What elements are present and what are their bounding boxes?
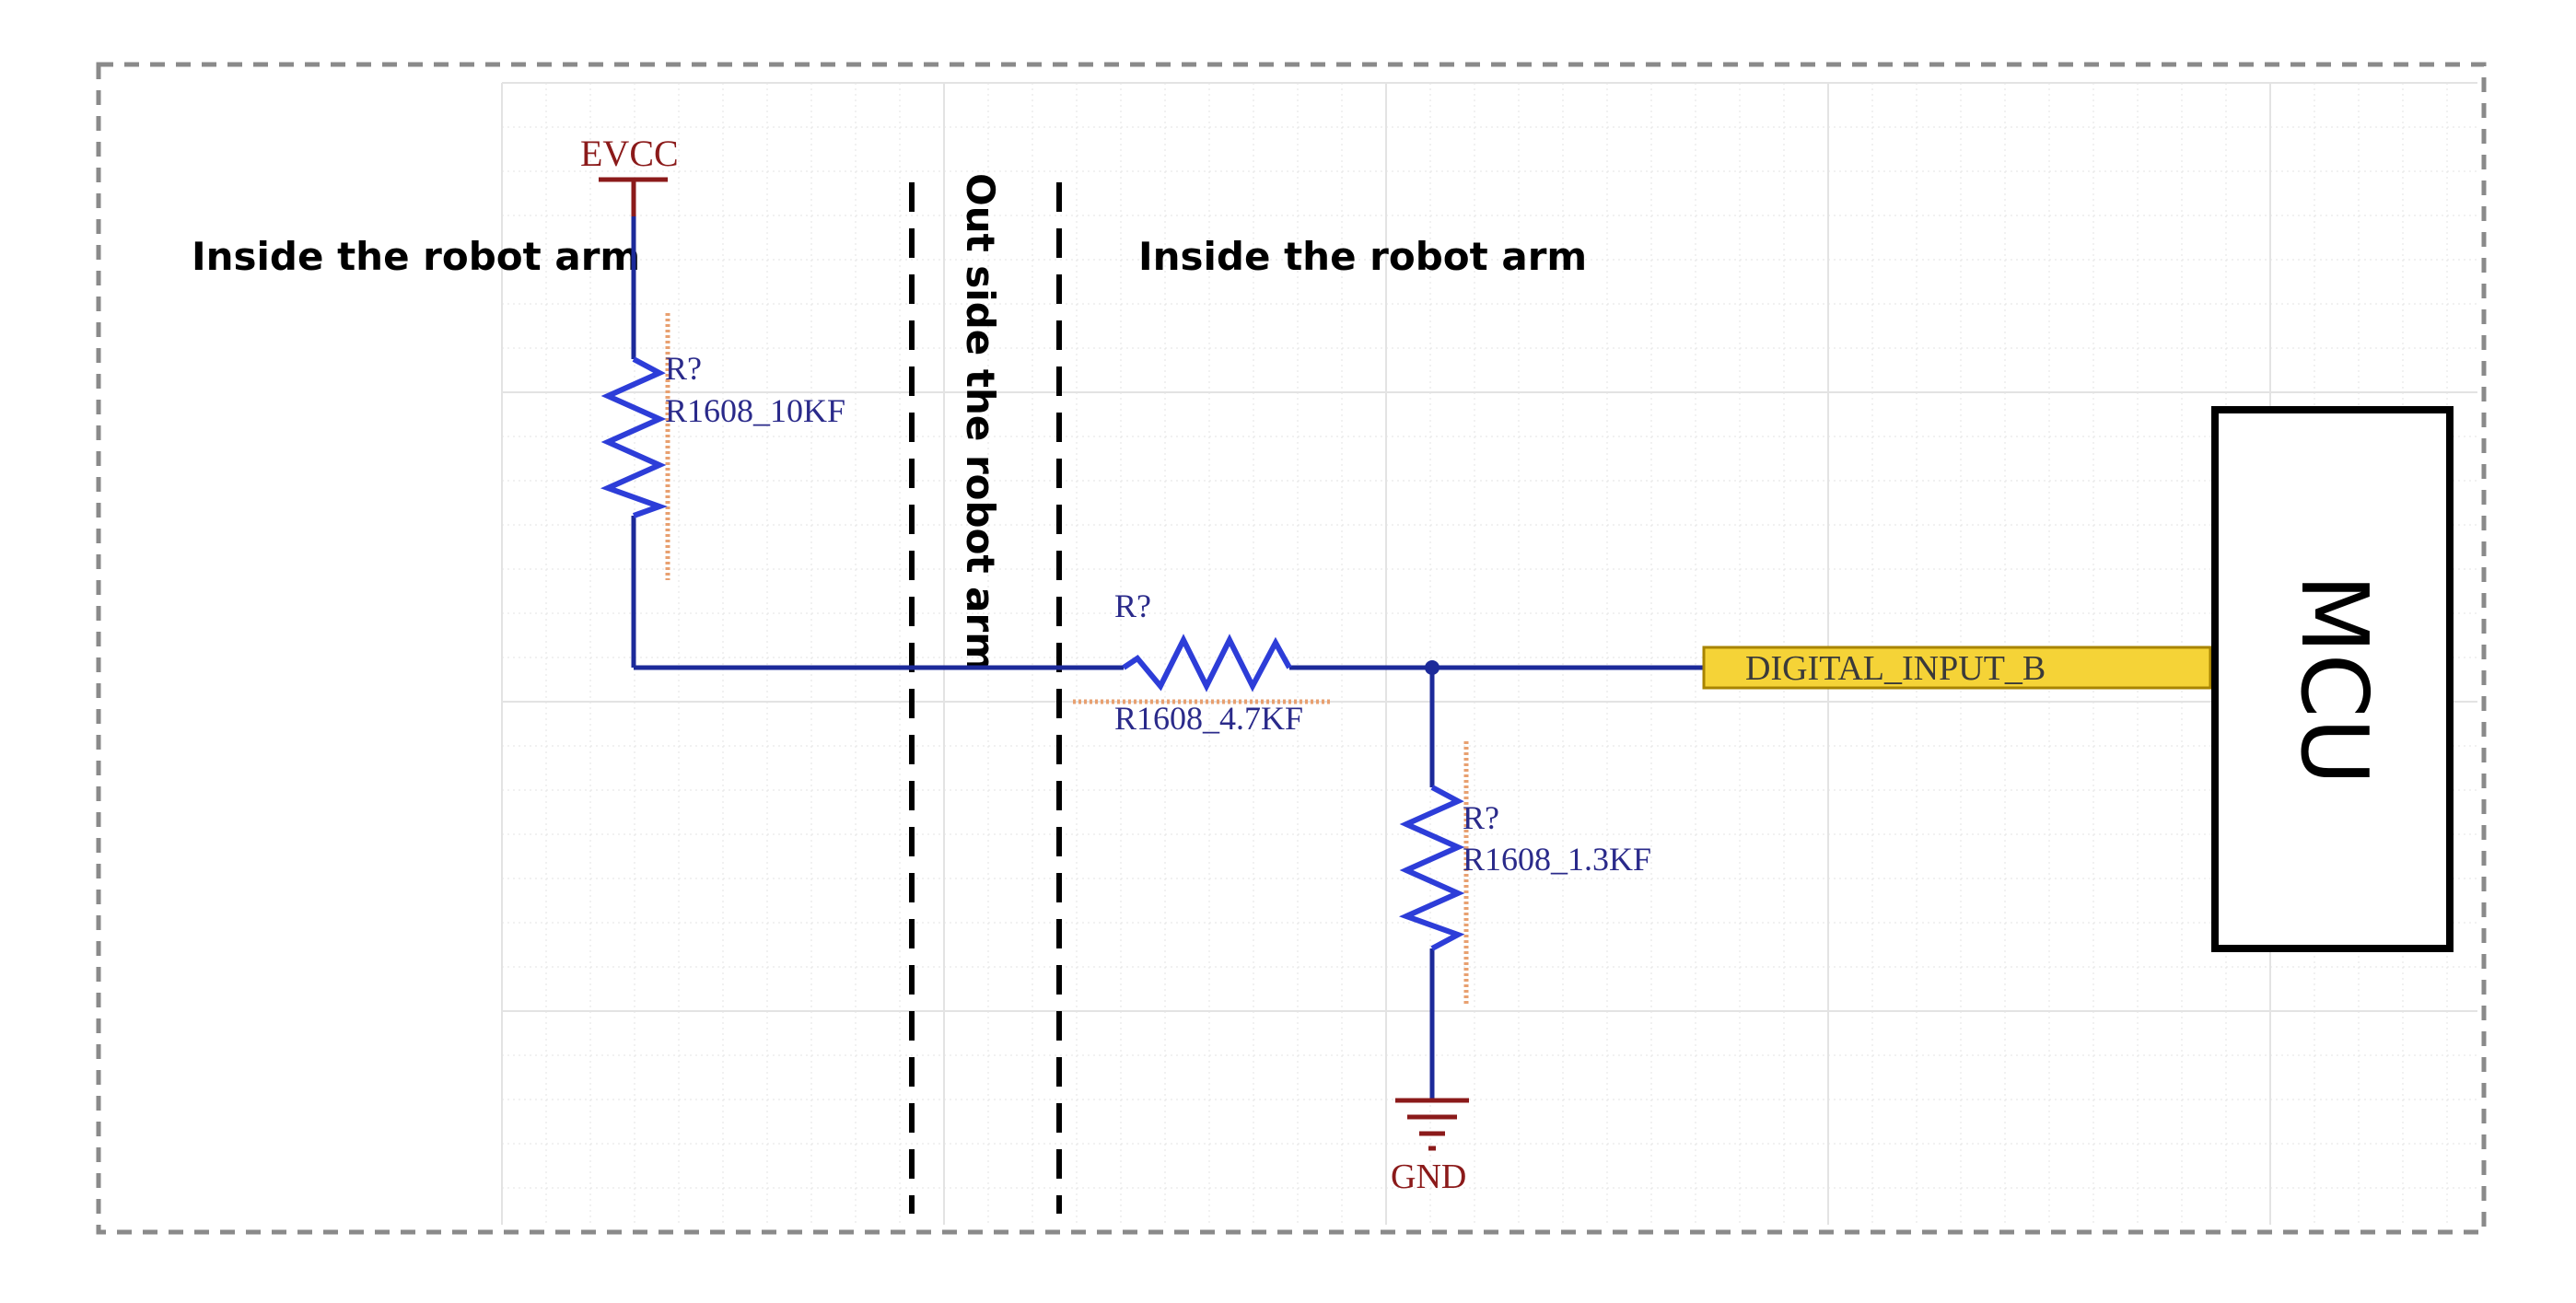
r2-designator: R? [1114,588,1151,624]
r1-designator: R? [665,350,702,387]
outer-frame [96,62,2487,1235]
r2-zigzag [1122,634,1292,692]
region-label-left-inside: Inside the robot arm [192,234,640,279]
mcu-block: MCU [2211,406,2454,952]
junction-dot [1425,660,1440,675]
r1-value: R1608_10KF [665,392,845,429]
mcu-label: MCU [2280,574,2388,785]
r2-value: R1608_4.7KF [1114,700,1303,737]
net-label-digital-input-b: DIGITAL_INPUT_B [1702,646,2212,690]
region-label-right-inside: Inside the robot arm [1138,234,1587,279]
gnd-symbol: GND [1391,1098,1469,1196]
region-label-outside: Out side the robot arm [958,173,1003,672]
evcc-label: EVCC [580,133,679,174]
net-label-text: DIGITAL_INPUT_B [1745,649,2046,688]
wires [631,216,1704,1100]
gnd-label: GND [1391,1158,1466,1196]
evcc-power-port: EVCC [580,133,679,216]
resistor-r2: R? R1608_4.7KF [1073,588,1331,737]
r3-designator: R? [1463,799,1499,836]
resistor-r3: R? R1608_1.3KF [1398,741,1651,1004]
r3-zigzag [1398,785,1465,951]
r3-value: R1608_1.3KF [1463,841,1651,878]
r1-zigzag [600,356,668,518]
mcu-box [2211,406,2454,952]
net-label-box [1702,646,2212,690]
resistor-r1: R? R1608_10KF [600,313,845,580]
